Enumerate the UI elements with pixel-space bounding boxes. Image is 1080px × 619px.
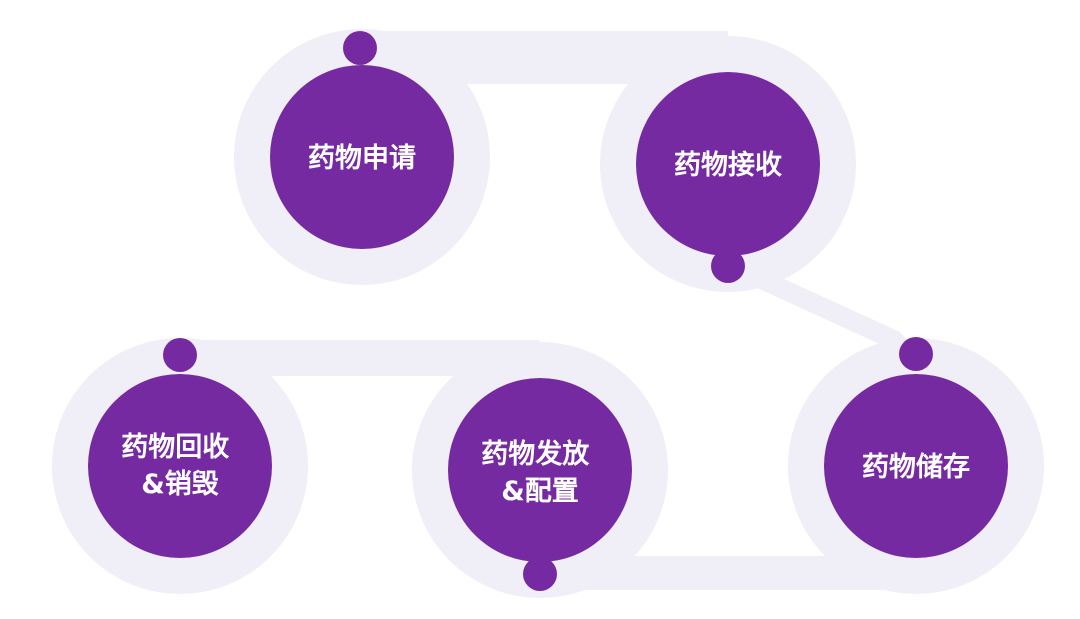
step-3-line-1: 药物储存 bbox=[862, 452, 970, 483]
circle-step-4 bbox=[448, 378, 632, 562]
circle-step-1 bbox=[270, 65, 454, 249]
step-4-line-1: 药物发放 bbox=[481, 438, 590, 470]
connector-dots bbox=[163, 31, 933, 591]
track-segment-bottom bbox=[540, 556, 916, 590]
step-5-line-1: 药物回收 bbox=[121, 432, 229, 463]
step-4-line-2: &配置 bbox=[501, 476, 579, 507]
dot-step-1-top bbox=[343, 31, 377, 65]
step-1-label: 药物申请 bbox=[308, 143, 416, 174]
step-2-label: 药物接收 bbox=[674, 150, 782, 181]
circle-step-2 bbox=[636, 72, 820, 256]
dot-step-4-bottom bbox=[523, 557, 557, 591]
circle-step-5 bbox=[88, 374, 272, 558]
dot-step-5-top bbox=[163, 338, 197, 372]
step-5-line-2: &销毁 bbox=[141, 469, 219, 500]
track-segment-middle bbox=[180, 340, 540, 376]
step-2-line-1: 药物接收 bbox=[674, 150, 782, 181]
circle-step-3 bbox=[824, 374, 1008, 558]
step-1-line-1: 药物申请 bbox=[308, 143, 416, 174]
dot-step-2-bottom bbox=[711, 249, 745, 283]
step-3-label: 药物储存 bbox=[862, 452, 970, 483]
step-5-label: 药物回收 &销毁 bbox=[121, 432, 238, 500]
node-circles bbox=[88, 65, 1008, 562]
step-4-label: 药物发放 &配置 bbox=[481, 438, 598, 507]
dot-step-3-top bbox=[899, 337, 933, 371]
